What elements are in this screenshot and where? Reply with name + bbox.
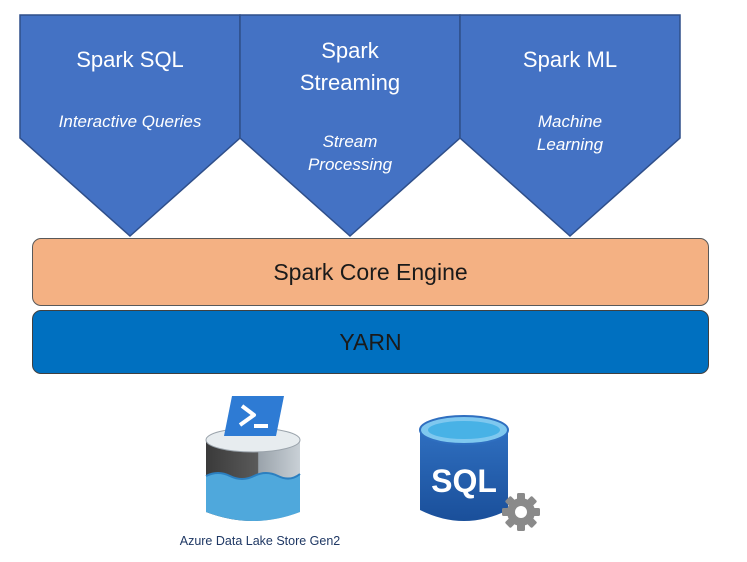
module-title-spark-sql: Spark SQL bbox=[76, 47, 184, 72]
spark-ml-shape bbox=[459, 14, 681, 238]
spark-streaming-shape bbox=[239, 14, 461, 238]
module-title-spark-ml: Spark ML bbox=[522, 47, 618, 72]
azure-data-lake-store-icon bbox=[205, 396, 301, 521]
module-title-spark-streaming: Spark Streaming bbox=[299, 38, 401, 95]
module-subtitle-spark-sql: Interactive Queries bbox=[58, 112, 202, 131]
powershell-icon bbox=[224, 396, 284, 436]
spark-core-engine-layer: Spark Core Engine bbox=[32, 238, 709, 306]
module-shapes bbox=[19, 14, 681, 238]
spark-sql-shape bbox=[19, 14, 241, 238]
sql-database-icon: SQL bbox=[419, 415, 540, 531]
module-subtitle-spark-streaming: Stream Processing bbox=[307, 132, 393, 174]
datalake-caption: Azure Data Lake Store Gen2 bbox=[179, 534, 341, 548]
sql-icon-text: SQL bbox=[431, 463, 497, 499]
module-subtitle-spark-ml: Machine Learning bbox=[536, 112, 604, 154]
gear-icon bbox=[502, 493, 540, 531]
yarn-label: YARN bbox=[339, 328, 402, 355]
spark-core-engine-label: Spark Core Engine bbox=[273, 258, 468, 285]
yarn-layer: YARN bbox=[32, 310, 709, 374]
